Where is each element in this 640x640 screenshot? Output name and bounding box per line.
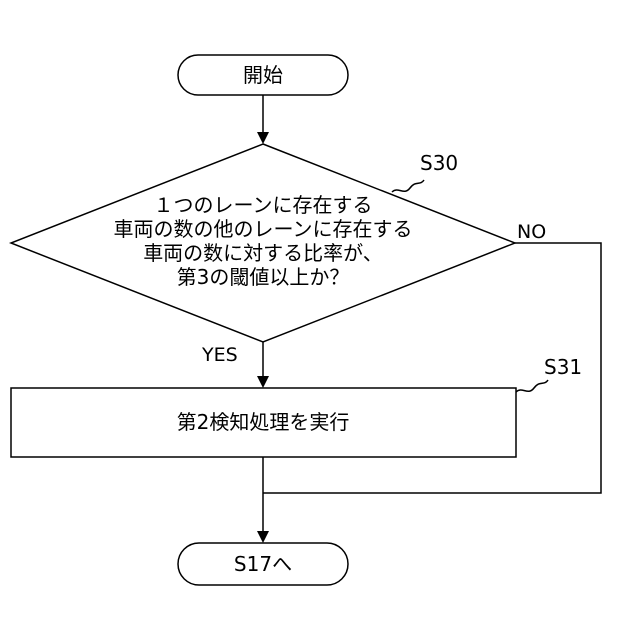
process-step-id: S31 [544,355,582,379]
process-label: 第2検知処理を実行 [177,410,350,434]
yes-branch: YES [201,342,269,388]
process-node: 第2検知処理を実行 [11,388,516,457]
decision-line-3: 車両の数に対する比率が、 [143,241,383,265]
arrow-process-to-end [257,457,269,543]
decision-line-1: １つのレーンに存在する [154,193,373,217]
yes-label: YES [201,344,238,366]
decision-line-4: 第3の閾値以上か？ [177,265,350,289]
decision-step-callout: S30 [392,151,458,192]
start-terminal: 開始 [178,55,348,95]
process-step-callout: S31 [516,355,582,392]
end-label: S17へ [234,552,292,576]
no-label: NO [517,221,546,243]
decision-step-leader [392,180,424,192]
arrow-start-to-decision [257,95,269,144]
end-terminal: S17へ [178,543,348,585]
decision-line-2: 車両の数の他のレーンに存在する [114,217,413,241]
decision-step-id: S30 [420,151,458,175]
process-step-leader [516,380,548,392]
start-label: 開始 [243,63,283,87]
